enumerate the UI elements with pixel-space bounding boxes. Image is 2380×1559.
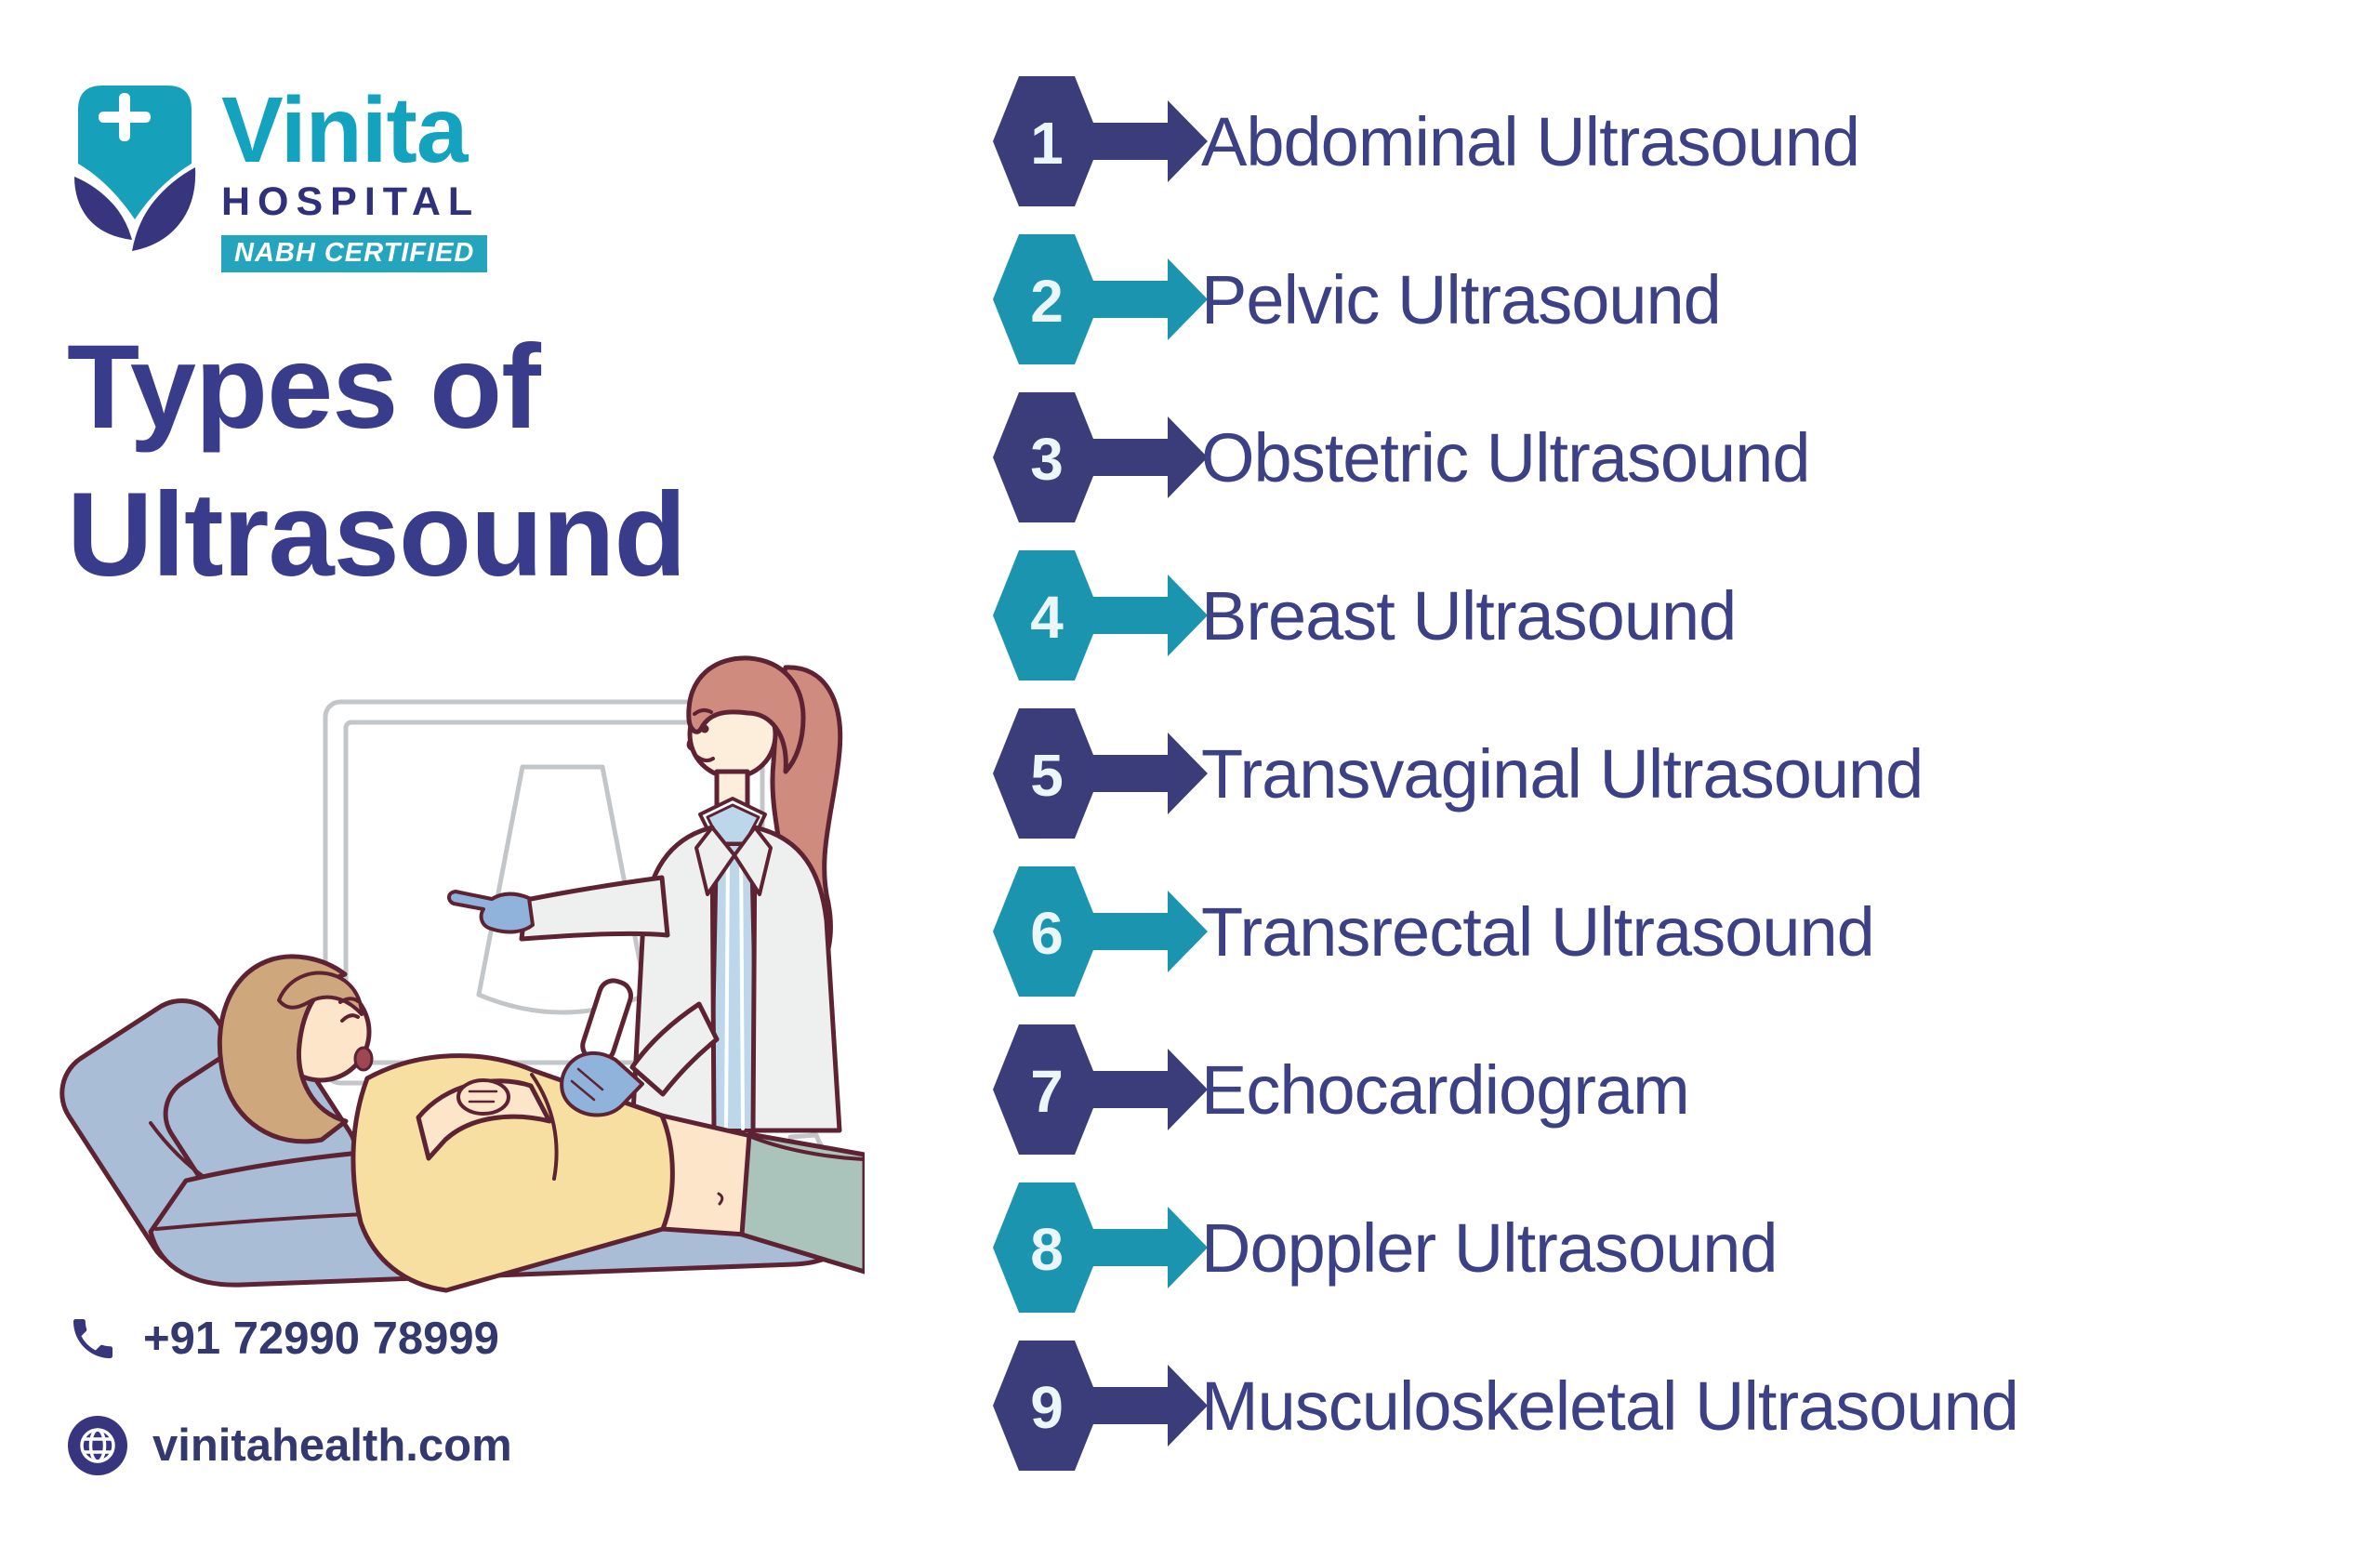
page-title-line2: Ultrasound <box>67 468 687 601</box>
list-item-label: Obstetric Ultrasound <box>1201 418 1810 496</box>
brand-badge: NABH CERTIFIED <box>221 235 488 272</box>
website-row: vinitahealth.com <box>67 1415 512 1476</box>
list-item-label: Transrectal Ultrasound <box>1201 892 1875 971</box>
numbered-hexagon-arrow-icon: 8 <box>993 1182 1208 1313</box>
list-item: 6 Transrectal Ultrasound <box>993 866 2018 997</box>
list-item-label: Breast Ultrasound <box>1201 576 1737 654</box>
list-item: 4 Breast Ultrasound <box>993 550 2018 680</box>
list-item: 5 Transvaginal Ultrasound <box>993 708 2018 839</box>
numbered-hexagon-arrow-icon: 9 <box>993 1341 1208 1471</box>
phone-icon <box>73 1319 112 1358</box>
numbered-hexagon-arrow-icon: 2 <box>993 234 1208 364</box>
numbered-hexagon-arrow-icon: 4 <box>993 550 1208 680</box>
list-item-number: 2 <box>1030 268 1064 335</box>
list-item-label: Transvaginal Ultrasound <box>1201 734 1924 813</box>
brand-name: Vinita <box>221 78 468 182</box>
brand-subtitle: HOSPITAL <box>221 179 481 224</box>
numbered-hexagon-arrow-icon: 6 <box>993 866 1208 997</box>
list-item-label: Pelvic Ultrasound <box>1201 260 1722 338</box>
page-title-line1: Types of <box>67 321 541 454</box>
list-item-number: 9 <box>1030 1374 1064 1441</box>
numbered-hexagon-arrow-icon: 5 <box>993 708 1208 839</box>
list-item-number: 1 <box>1030 110 1064 177</box>
numbered-hexagon-arrow-icon: 7 <box>993 1024 1208 1155</box>
page-title: Types of Ultrasound <box>67 314 687 609</box>
list-item-label: Musculoskeletal Ultrasound <box>1201 1367 2019 1445</box>
list-item-label: Abdominal Ultrasound <box>1201 102 1860 180</box>
brand-logo: Vinita HOSPITAL NABH CERTIFIED <box>65 78 488 272</box>
numbered-hexagon-arrow-icon: 1 <box>993 76 1208 206</box>
hospital-shield-cross-icon <box>74 86 196 251</box>
list-item: 2 Pelvic Ultrasound <box>993 234 2018 364</box>
doctor-figure <box>447 655 843 1133</box>
list-item-number: 7 <box>1030 1058 1064 1125</box>
phone-number: +91 72990 78999 <box>143 1314 499 1364</box>
list-item-number: 4 <box>1030 584 1064 651</box>
list-item: 1 Abdominal Ultrasound <box>993 76 2018 206</box>
list-item-label: Echocardiogram <box>1201 1050 1690 1129</box>
list-item: 9 Musculoskeletal Ultrasound <box>993 1341 2019 1471</box>
website-url: vinitahealth.com <box>152 1420 512 1471</box>
list-item-number: 3 <box>1030 426 1064 493</box>
list-item-number: 6 <box>1030 900 1064 967</box>
list-item: 8 Doppler Ultrasound <box>993 1182 2018 1313</box>
phone-row: +91 72990 78999 <box>67 1313 499 1365</box>
list-item-label: Doppler Ultrasound <box>1201 1209 1778 1287</box>
numbered-hexagon-arrow-icon: 3 <box>993 392 1208 522</box>
ultrasound-exam-illustration <box>60 655 865 1293</box>
list-item-number: 5 <box>1030 742 1064 809</box>
list-item: 7 Echocardiogram <box>993 1024 2018 1155</box>
list-item-number: 8 <box>1030 1216 1064 1283</box>
list-item: 3 Obstetric Ultrasound <box>993 392 2018 522</box>
globe-icon <box>68 1416 127 1475</box>
ultrasound-type-list: 1 Abdominal Ultrasound 2 Pelvic Ultrasou… <box>993 76 2019 1471</box>
